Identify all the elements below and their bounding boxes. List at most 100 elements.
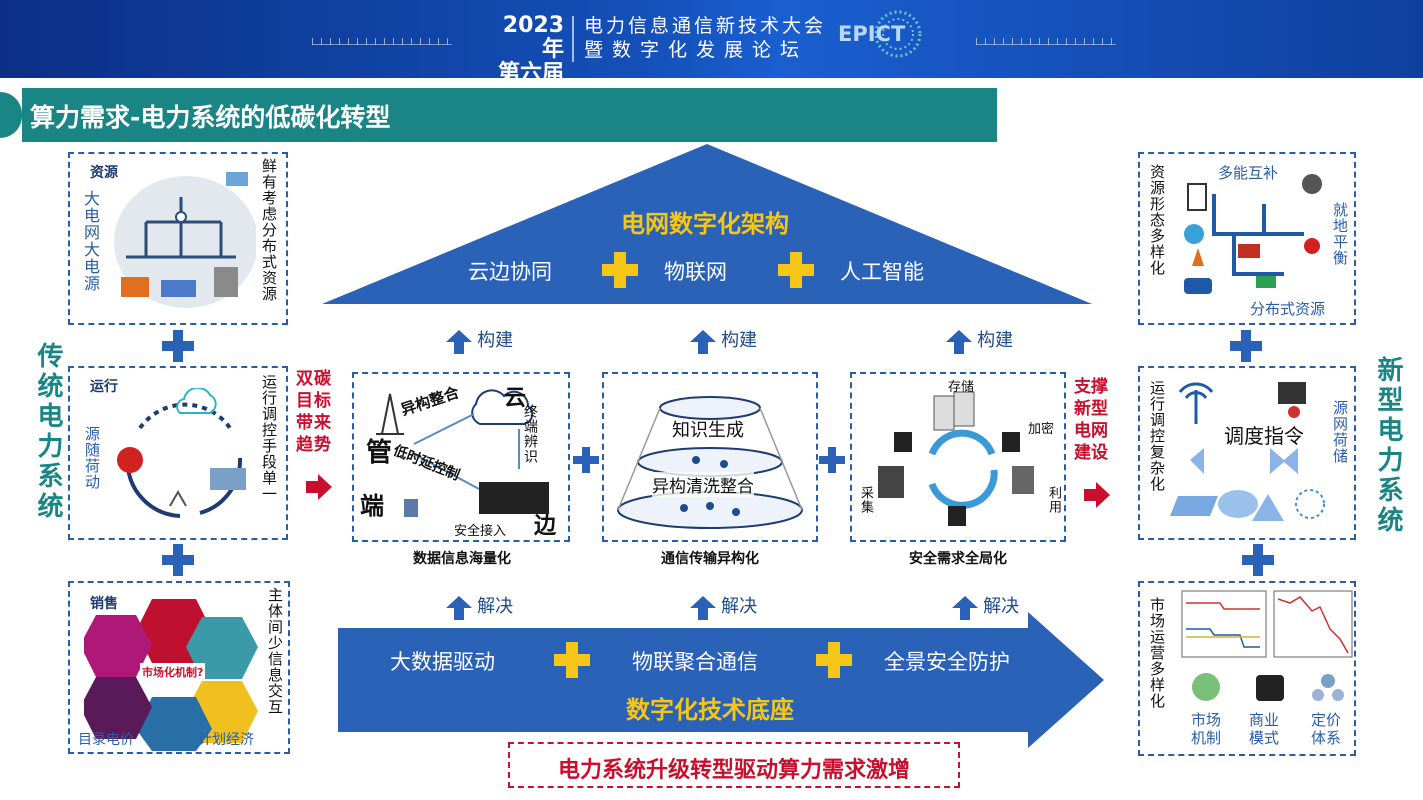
multi-energy-text: 多能互补 [1218,164,1279,182]
header-edition: 第六届 [497,61,564,86]
catalog-price-text: 目录电价 [78,732,134,748]
panel-data-massive: 管 云 端 边 异构整合 低时延控制 终端辨识 安全接入 [352,372,570,542]
operation-tag: 运行 [90,379,118,395]
header-conference: 电力信息通信新技术大会 暨数字化发展论坛 [584,14,826,62]
base-item-iot-comm: 物联聚合通信 [632,650,758,674]
market-diverse-text: 市场运营多样化 [1148,597,1166,709]
right-market-box: 市场运营多样化 市场机制 商业模式 定价体系 [1138,581,1356,756]
pricing-system-text: 定价体系 [1310,711,1341,747]
title-accent [0,92,22,138]
traditional-system-label: 传统电力系统 [33,342,63,522]
solve-label-3: 解决 [952,592,1019,620]
footer-box: 电力系统升级转型驱动算力需求激增 [508,742,960,788]
layered-funnel-icon [617,396,803,529]
big-grid-text: 大电网大电源 [81,190,100,292]
header-year: 2023年 [502,13,564,62]
plus-icon [1230,330,1262,362]
cloud-edge-network-icon [376,389,549,517]
header-conference-line2: 暨数字化发展论坛 [584,39,809,61]
header-conference-line1: 电力信息通信新技术大会 [584,15,827,37]
panel1-caption: 数据信息海量化 [413,551,511,567]
left-operation-box: 运行 源随荷动 运行调控手段单一 [68,366,288,540]
multi-energy-icon [1184,174,1322,294]
build-label-3: 构建 [946,326,1013,354]
build-text: 构建 [721,330,758,351]
grid-map-icon [114,172,256,308]
roof-item-ai: 人工智能 [840,260,924,284]
dispatch-command-text: 调度指令 [1224,424,1304,448]
header-banner [0,0,1423,78]
up-arrow-icon [952,595,978,620]
single-control-text: 运行调控手段单一 [260,374,278,502]
yun-label: 云 [504,386,527,411]
up-arrow-icon [446,595,472,620]
solve-text: 解决 [983,596,1020,617]
panel3-caption: 安全需求全局化 [909,551,1007,567]
build-text: 构建 [477,330,514,351]
encrypt-label: 加密 [1028,422,1055,437]
resource-diverse-text: 资源形态多样化 [1148,164,1166,276]
build-label-2: 构建 [690,326,757,354]
plus-icon [1242,544,1274,576]
gold-plus-icon [816,642,852,678]
few-distributed-text: 鲜有考虑分布式资源 [260,158,278,302]
up-arrow-icon [690,329,716,354]
header-year-block: 2023年 第六届 [486,14,564,86]
epict-logo: EPICT [838,10,922,58]
little-info-exchange-text: 主体间少信息交互 [266,587,284,715]
business-model-text: 商业模式 [1248,711,1279,747]
market-mechanism-text: 市场机制 [1190,711,1221,747]
secure-access-label: 安全接入 [454,524,507,539]
plus-icon [573,447,599,473]
up-arrow-icon [946,329,972,354]
collect-label: 采集 [858,486,873,514]
build-text: 构建 [977,330,1014,351]
header-separator [572,16,574,62]
right-operation-box: 运行调控复杂化 调度指令 源网荷储 [1138,366,1356,540]
gold-plus-icon [778,252,814,288]
source-grid-load-storage-text: 源网荷储 [1331,400,1349,464]
duan-label: 端 [360,492,384,520]
plus-icon [162,330,194,362]
header-tick-decoration [312,38,452,45]
guan-label: 管 [366,438,393,468]
solve-label-2: 解决 [690,592,757,620]
plus-icon [819,447,845,473]
market-charts-icon [1181,590,1353,658]
up-arrow-icon [690,595,716,620]
local-balance-text: 就地平衡 [1331,202,1349,266]
header-tick-decoration [976,38,1116,45]
hetero-cleaning-label: 异构清洗整合 [652,472,754,497]
solve-label-1: 解决 [446,592,513,620]
panel-comm-hetero: 知识生成 异构清洗整合 [602,372,818,542]
base-title: 数字化技术底座 [626,696,794,724]
right-resource-box: 资源形态多样化 多能互补 就地平衡 分布式资源 [1138,152,1356,325]
page-title: 算力需求-电力系统的低碳化转型 [30,103,391,132]
panel-security-global: 存储 加密 采集 利用 [850,372,1066,542]
left-sales-box: 销售 市场化机制? 目录电价 计划经济 主体间少信息交互 [68,581,290,754]
logo-text: EPICT [838,22,906,46]
use-label: 利用 [1046,486,1061,514]
red-arrow-right-icon [306,474,332,500]
market-item-icons [1192,673,1344,701]
roof-item-iot: 物联网 [664,260,727,284]
source-follows-load-text: 源随荷动 [83,426,101,490]
dual-carbon-trend-text: 双碳目标带来趋势 [296,369,332,455]
dispatch-icon [1170,382,1325,521]
gold-plus-icon [602,252,638,288]
footer-text: 电力系统升级转型驱动算力需求激增 [557,758,910,783]
red-arrow-right-icon [1084,482,1110,508]
storage-label: 存储 [948,380,975,395]
solve-text: 解决 [721,596,758,617]
build-label-1: 构建 [446,326,513,354]
digital-base-arrow [338,612,1104,748]
plus-icon [162,544,194,576]
support-new-grid-text: 支撑新型电网建设 [1074,377,1108,463]
gold-plus-icon [554,642,590,678]
panel2-caption: 通信传输异构化 [661,551,759,567]
knowledge-gen-label: 知识生成 [672,420,744,441]
architecture-roof [322,144,1092,304]
bian-label: 边 [534,514,557,539]
market-mechanism-question: 市场化机制? [140,663,206,681]
up-arrow-icon [446,329,472,354]
